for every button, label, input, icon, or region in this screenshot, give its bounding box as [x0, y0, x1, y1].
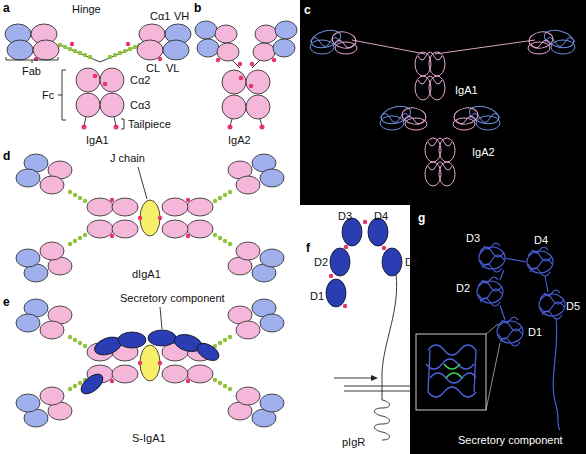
- panel-letter: d: [3, 150, 10, 163]
- part-label: D4: [374, 210, 388, 223]
- panel-letter: b: [194, 2, 201, 15]
- part-label: D4: [534, 234, 548, 247]
- secretory-component-model: [410, 205, 586, 454]
- pigr-schematic: [326, 218, 420, 440]
- part-label: Fc: [42, 89, 54, 102]
- part-label: IgA2: [228, 134, 251, 147]
- part-label: S-IgA1: [132, 432, 166, 445]
- part-label: D3: [466, 232, 480, 245]
- part-label: IgA1: [86, 134, 109, 147]
- part-label: D5: [405, 256, 419, 269]
- part-label: CL: [146, 62, 160, 75]
- siga1-schematic: [16, 299, 284, 427]
- panel-letter: c: [304, 4, 311, 17]
- panel-letter: f: [306, 242, 310, 255]
- part-label: Tailpiece: [128, 118, 171, 131]
- part-label: J chain: [110, 152, 145, 165]
- diga1-schematic: [16, 154, 284, 282]
- part-label: IgA2: [472, 146, 495, 159]
- part-label: D2: [456, 282, 470, 295]
- structure-models: [300, 0, 586, 205]
- part-label: D1: [528, 326, 542, 339]
- iga1-schematic: [5, 24, 191, 130]
- part-label: D2: [314, 256, 328, 269]
- part-label: D5: [566, 300, 580, 313]
- part-label: Cα1: [150, 10, 170, 23]
- part-label: Fab: [22, 65, 41, 78]
- part-label: IgA1: [455, 84, 478, 97]
- part-label: Secretory component: [120, 292, 225, 305]
- part-label: pIgR: [342, 436, 365, 449]
- part-label: D3: [338, 210, 352, 223]
- part-label: Cα2: [130, 74, 150, 87]
- panel-letter: g: [418, 212, 425, 225]
- panel-letter: e: [3, 296, 10, 309]
- panel-letter: a: [3, 2, 10, 15]
- part-label: Secretory component: [458, 434, 563, 447]
- iga2-schematic: [195, 21, 297, 130]
- part-label: VL: [166, 62, 179, 75]
- part-label: D1: [310, 290, 324, 303]
- part-label: VH: [174, 10, 189, 23]
- part-label: Cα3: [130, 99, 150, 112]
- part-label: dIgA1: [132, 268, 161, 281]
- part-label: Hinge: [72, 3, 101, 16]
